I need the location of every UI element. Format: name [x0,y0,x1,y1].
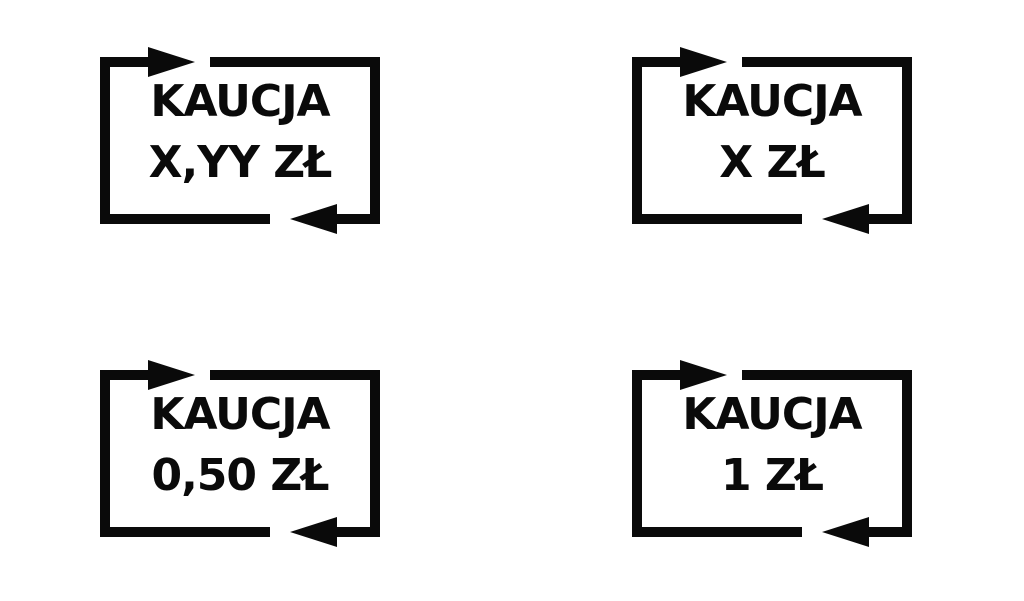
deposit-badge-1: KAUCJA 1 ZŁ [632,355,912,547]
badge-amount: 1 ZŁ [720,450,824,501]
deposit-badge-050: KAUCJA 0,50 ZŁ [100,355,380,547]
badge-amount: X ZŁ [719,137,825,188]
arrow-frame-icon [632,360,912,547]
badge-title: KAUCJA [150,389,330,440]
deposit-badge-xyy: KAUCJA X,YY ZŁ [100,42,380,234]
badge-text: KAUCJA X ZŁ [632,80,912,185]
badge-amount: 0,50 ZŁ [151,450,329,501]
badge-title: KAUCJA [682,389,862,440]
badge-text: KAUCJA 0,50 ZŁ [100,393,380,498]
badge-title: KAUCJA [682,76,862,127]
badge-amount: X,YY ZŁ [148,137,333,188]
deposit-badge-x: KAUCJA X ZŁ [632,42,912,234]
arrow-frame-icon [100,47,380,234]
badge-text: KAUCJA X,YY ZŁ [100,80,380,185]
arrow-frame-icon [100,360,380,547]
badge-text: KAUCJA 1 ZŁ [632,393,912,498]
arrow-frame-icon [632,47,912,234]
badge-title: KAUCJA [150,76,330,127]
